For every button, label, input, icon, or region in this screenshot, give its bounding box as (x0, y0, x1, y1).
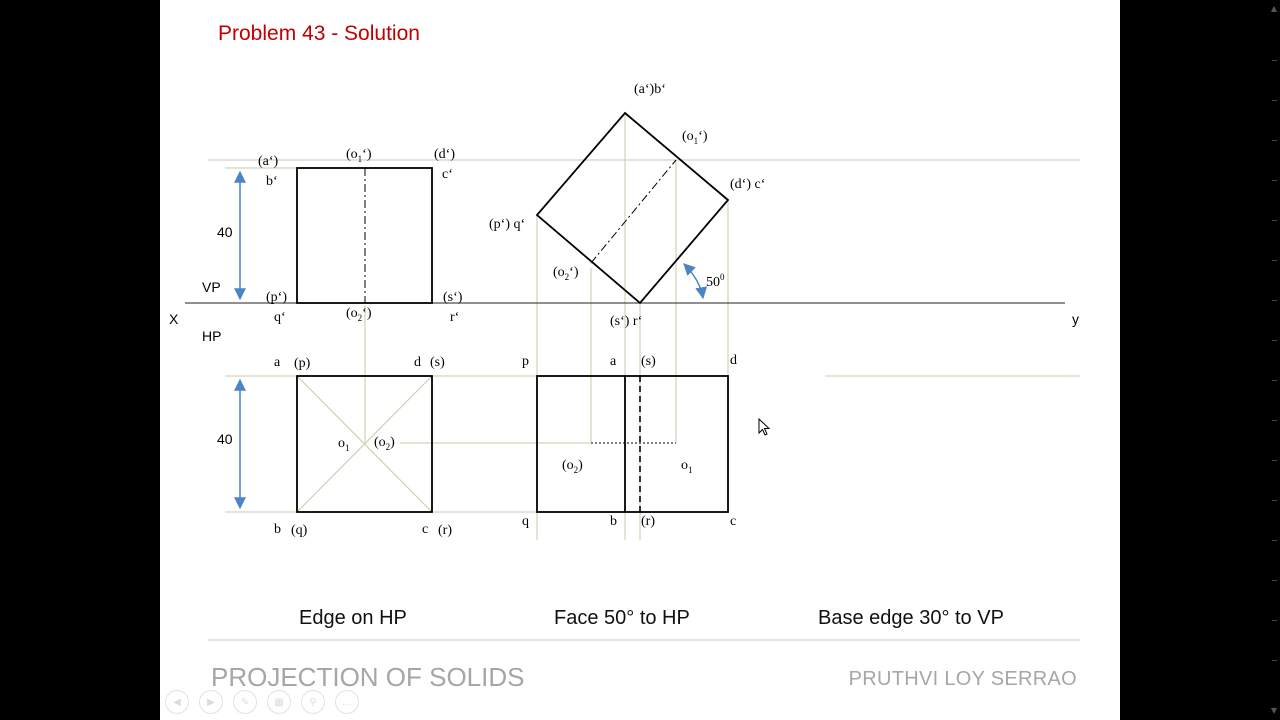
label-b-1: b (274, 522, 281, 537)
more-icon[interactable]: … (335, 690, 359, 714)
scroll-down-icon[interactable]: ▼ (1270, 706, 1278, 715)
label-r-1: (r) (438, 523, 452, 538)
label-s-prime-1: (s‘) (443, 290, 463, 305)
x-label: X (169, 311, 179, 327)
label-o1-2: o1 (681, 458, 693, 475)
label-dc-prime-2: (d‘) c‘ (730, 177, 765, 192)
label-o1-prime-1: (o1‘) (346, 147, 372, 164)
label-a-1: a (274, 355, 281, 370)
caption-base-edge-30-to-vp: Base edge 30° to VP (818, 607, 1004, 629)
top-height-label: 40 (217, 431, 233, 447)
label-c-1: c (422, 522, 428, 537)
label-q-2: q (522, 514, 529, 529)
label-o1-1: o1 (338, 436, 350, 453)
top-view-2-rect (536, 375, 729, 513)
zoom-icon[interactable]: ⚲ (301, 690, 325, 714)
label-o2-prime-2: (o2‘) (553, 265, 579, 282)
slide-title: Problem 43 - Solution (218, 22, 420, 45)
slideshow-nav: ◀ ▶ ✎ ▦ ⚲ … (165, 690, 359, 714)
front-view-2-axis (590, 159, 677, 264)
label-sr-prime-2: (s‘) r‘ (610, 314, 642, 329)
label-pq-prime-2: (p‘) q‘ (489, 217, 525, 232)
label-a-2: a (610, 354, 617, 369)
label-c-2: c (730, 514, 736, 529)
label-c-prime-1: c‘ (442, 167, 453, 182)
label-o2-2: (o2) (562, 458, 583, 475)
top-view-1-square (296, 375, 433, 513)
label-b-2: b (610, 514, 617, 529)
label-r-prime-1: r‘ (450, 310, 459, 325)
footer-author: PRUTHVI LOY SERRAO (848, 668, 1077, 690)
footer-course-title: PROJECTION OF SOLIDS (211, 662, 525, 692)
label-o2-prime-1: (o2‘) (346, 306, 372, 323)
label-q-prime-1: q‘ (274, 310, 286, 325)
label-p-2: p (522, 354, 529, 369)
label-ab-prime-2: (a‘)b‘ (634, 82, 666, 97)
front-view-2-square (535, 111, 730, 305)
label-p-1: (p) (294, 356, 311, 371)
hp-label: HP (202, 328, 221, 344)
label-s-1: (s) (430, 355, 445, 370)
label-r-2: (r) (641, 514, 655, 529)
label-d-2: d (730, 353, 737, 368)
angle-arc (683, 263, 708, 300)
scroll-up-icon[interactable]: ▲ (1270, 4, 1278, 13)
vp-label: VP (202, 279, 221, 295)
slide: Problem 43 - Solution (160, 0, 1120, 720)
front-height-label: 40 (217, 224, 233, 240)
forward-icon[interactable]: ▶ (199, 690, 223, 714)
label-p-prime-1: (p‘) (266, 290, 287, 305)
dimension-arrows (234, 170, 708, 510)
projection-drawing: X y VP HP 40 40 500 (a‘) b‘ (o1‘) (d‘) c… (169, 82, 1080, 641)
caption-edge-on-hp: Edge on HP (299, 607, 407, 629)
top-view-1-diagonal-2 (296, 375, 433, 513)
label-o2-1: (o2) (374, 435, 395, 452)
angle-label: 500 (706, 272, 725, 290)
label-o1-prime-2: (o1‘) (682, 129, 708, 146)
label-b-prime-1: b‘ (266, 174, 278, 189)
slides-icon[interactable]: ▦ (267, 690, 291, 714)
label-a-prime-1: (a‘) (258, 154, 279, 169)
caption-face-50-to-hp: Face 50° to HP (554, 607, 690, 629)
label-d-1: d (414, 355, 421, 370)
cursor-icon (758, 418, 771, 436)
scrollbar[interactable]: ▲ ▼ (1268, 0, 1280, 720)
label-d-prime-1: (d‘) (434, 147, 455, 162)
label-s-2: (s) (641, 354, 656, 369)
back-icon[interactable]: ◀ (165, 690, 189, 714)
label-q-1: (q) (291, 523, 308, 538)
y-label: y (1072, 311, 1079, 327)
pen-icon[interactable]: ✎ (233, 690, 257, 714)
